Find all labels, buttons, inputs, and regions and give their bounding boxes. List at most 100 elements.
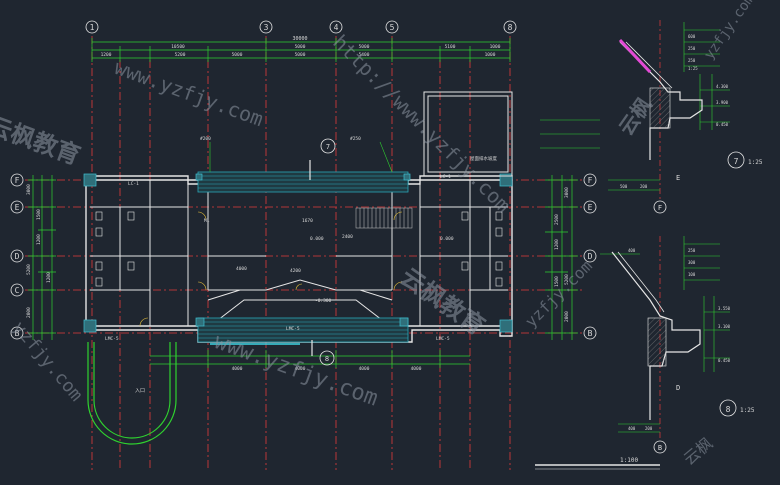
svg-text:250: 250 — [688, 248, 696, 253]
svg-text:1:25: 1:25 — [688, 66, 698, 71]
axis-label-3: 3 — [264, 23, 269, 32]
dim-top-0: 1200 — [101, 52, 112, 58]
svg-text:4000: 4000 — [411, 366, 422, 372]
dim-top2-1: 5000 — [295, 44, 306, 50]
svg-text:600: 600 — [688, 34, 696, 39]
bottom-dim-labels: 4000 4000 4000 4000 — [232, 366, 422, 372]
svg-text:400: 400 — [628, 426, 636, 431]
detail-8-scale: 1:25 — [740, 407, 755, 414]
dim-top2-0: 10500 — [171, 44, 185, 50]
fixtures — [95, 211, 503, 287]
bottom-dimensions — [150, 350, 470, 368]
detail-8-row-D: D — [676, 384, 680, 392]
elevation-1: 0.000 — [440, 236, 454, 242]
svg-text:1500: 1500 — [554, 276, 560, 287]
dim-overall: 30000 — [292, 36, 307, 42]
dim-top-1: 5200 — [175, 52, 186, 58]
window-tag: #250 — [350, 136, 361, 142]
svg-text:1200: 1200 — [554, 239, 560, 250]
detail-7-row-F: F — [658, 204, 662, 212]
detail-8-dim-text: 400 250 300 3.550 3.100 0.450 400 200 10… — [628, 248, 731, 431]
svg-text:5200: 5200 — [26, 264, 32, 275]
slab-tag: #200 — [200, 136, 211, 142]
row-label-C: C — [15, 286, 20, 295]
svg-text:0.450: 0.450 — [718, 358, 731, 363]
svg-text:250: 250 — [688, 58, 696, 63]
row-label-E: E — [15, 203, 20, 212]
svg-text:100: 100 — [688, 272, 696, 277]
detail-7-section-cut — [618, 38, 652, 74]
elevation-2: -0.300 — [315, 298, 332, 304]
plan-callouts: 7 8 — [209, 138, 393, 366]
dim-top2-2: 5000 — [359, 44, 370, 50]
detail-7-row-E: E — [676, 174, 680, 182]
svg-text:2000: 2000 — [564, 311, 570, 322]
upper-annex — [423, 91, 513, 177]
left-dimensions — [28, 175, 56, 340]
top-dim-labels: 1200 5200 5000 5000 5400 1000 10500 5000… — [101, 44, 501, 58]
svg-text:300: 300 — [688, 260, 696, 265]
row-label-D: D — [15, 252, 20, 261]
axis-label-5: 5 — [390, 23, 395, 32]
dim-top-3: 5000 — [295, 52, 306, 58]
callout-7: 7 — [326, 143, 330, 151]
detail-8-number: 8 — [726, 405, 731, 414]
dim-top-2: 5000 — [232, 52, 243, 58]
svg-text:400: 400 — [628, 248, 636, 253]
svg-text:1500: 1500 — [36, 209, 42, 220]
detail-8-row-B: B — [658, 444, 662, 452]
doors — [139, 211, 403, 327]
right-dim-labels: 3000 2500 1200 5200 1500 2000 — [554, 187, 570, 322]
svg-text:200: 200 — [645, 426, 653, 431]
room-code-2: LC-1 — [440, 174, 451, 180]
dim-2400: 2400 — [342, 234, 353, 240]
svg-text:4.300: 4.300 — [716, 84, 729, 89]
svg-text:3.900: 3.900 — [716, 100, 729, 105]
dim-top2-3: 5100 — [445, 44, 456, 50]
svg-text:3.550: 3.550 — [718, 306, 731, 311]
columns — [83, 173, 513, 333]
room-code-5: LMC-5 — [286, 326, 300, 332]
svg-text:5200: 5200 — [564, 274, 570, 285]
left-dim-labels: 3000 1500 1200 5200 1200 2000 — [26, 184, 52, 318]
detail-7-number: 7 — [734, 157, 739, 166]
door-tag: M1 — [204, 218, 210, 224]
svg-text:1200: 1200 — [36, 234, 42, 245]
right-dimensions — [545, 175, 578, 340]
room-code-3: LMC-5 — [105, 336, 119, 342]
left-row-bubbles: F E D C B — [10, 173, 24, 340]
floor-plan: 1 3 4 5 8 F E D C B F E — [10, 20, 660, 470]
row-label-E-right: E — [588, 203, 593, 212]
top-dimensions — [91, 38, 511, 62]
svg-text:250: 250 — [688, 46, 696, 51]
svg-text:1200: 1200 — [46, 272, 52, 283]
row-label-B: B — [15, 329, 20, 338]
atrium-walls — [204, 279, 396, 331]
dim-top-5: 1000 — [485, 52, 496, 58]
svg-text:500: 500 — [620, 184, 628, 189]
callout-8: 8 — [325, 355, 329, 363]
right-row-bubbles: F E D B — [583, 173, 597, 340]
dim-4000: 4000 — [236, 266, 247, 272]
room-code-1: LC-1 — [128, 181, 139, 187]
interior-walls — [90, 180, 508, 326]
detail-7: 600 250 250 4.300 3.900 0.450 500 200 1:… — [540, 20, 763, 214]
elevation-0: 0.000 — [310, 236, 324, 242]
dim-1670: 1670 — [302, 218, 313, 224]
dim-4200: 4200 — [290, 268, 301, 274]
svg-text:200: 200 — [640, 184, 648, 189]
note-top: 屋面排水坡度 — [470, 155, 497, 162]
svg-text:3.100: 3.100 — [718, 324, 731, 329]
entrance-canopy — [87, 342, 177, 445]
axis-label-1: 1 — [90, 23, 95, 32]
detail-7-dims — [540, 22, 730, 191]
detail-7-scale: 1:25 — [748, 159, 763, 166]
axis-label-8: 8 — [508, 23, 513, 32]
curtain-walls — [197, 171, 409, 345]
detail-8: 400 250 300 3.550 3.100 0.450 400 200 10… — [600, 236, 755, 454]
stair — [355, 207, 413, 229]
dim-top-4: 5400 — [359, 52, 370, 58]
room-code-4: LMC-5 — [436, 336, 450, 342]
row-label-B-right: B — [588, 329, 593, 338]
